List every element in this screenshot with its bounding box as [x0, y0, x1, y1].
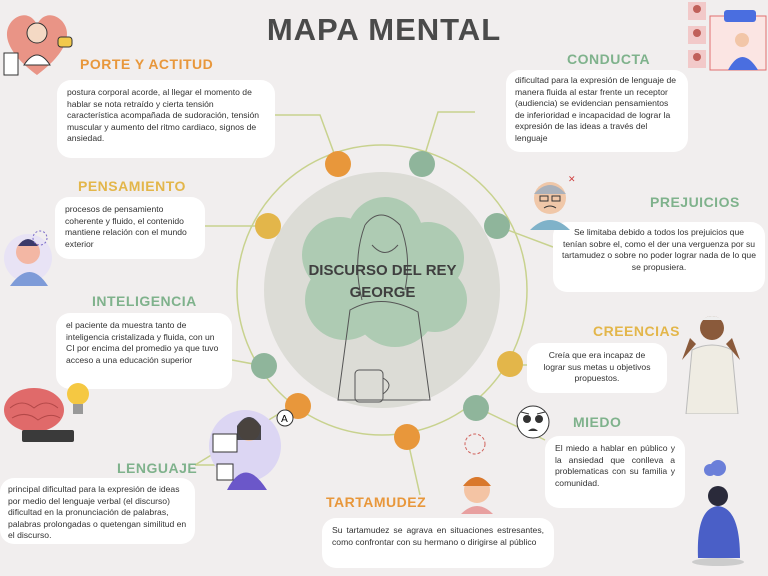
svg-text:A: A — [281, 414, 288, 425]
node-pensamiento — [255, 213, 281, 239]
heading-miedo: MIEDO — [573, 414, 622, 430]
node-creencias — [497, 351, 523, 377]
text-creencias: Creía que era incapaz de lograr sus meta… — [527, 343, 667, 393]
text-pensamiento: procesos de pensamiento coherente y flui… — [55, 197, 205, 259]
heading-lenguaje: LENGUAJE — [117, 460, 198, 476]
heading-porte: PORTE Y ACTITUD — [80, 56, 214, 72]
text-miedo: El miedo a hablar en público y la ansied… — [545, 436, 685, 508]
text-inteligencia: el paciente da muestra tanto de intelige… — [56, 313, 232, 389]
node-miedo — [463, 395, 489, 421]
video-call-icon — [688, 2, 767, 71]
node-inteligencia — [251, 353, 277, 379]
outer-ring — [236, 144, 528, 436]
text-tartamudez: Su tartamudez se agrava en situaciones e… — [322, 518, 554, 568]
heading-pensamiento: PENSAMIENTO — [78, 178, 186, 194]
woman-with-cup-illustration — [337, 214, 431, 403]
praying-man-icon — [682, 316, 740, 414]
crying-girl-icon — [461, 433, 493, 514]
node-tartamudez — [394, 424, 420, 450]
heading-conducta: CONDUCTA — [567, 51, 651, 67]
reading-girl-icon: A — [209, 409, 294, 490]
svg-text:✕: ✕ — [568, 175, 576, 185]
center-topic: DISCURSO DEL REY GEORGE — [308, 262, 457, 301]
node-lenguaje — [285, 393, 311, 419]
node-conducta — [409, 151, 435, 177]
brain-person-icon — [4, 230, 52, 286]
sad-sitting-person-icon — [692, 460, 744, 566]
text-lenguaje: principal dificultad para la expresión d… — [0, 478, 195, 544]
heading-creencias: CREENCIAS — [593, 323, 680, 339]
page-title: MAPA MENTAL — [266, 12, 502, 47]
sick-man-icon: ✕ — [530, 175, 576, 230]
worried-face-icon — [516, 405, 550, 439]
text-prejuicios: Se limitaba debido a todos los prejuicio… — [553, 222, 765, 292]
brain-bulb-icon — [4, 383, 89, 442]
heart-person-icon — [3, 15, 73, 76]
heading-prejuicios: PREJUICIOS — [650, 194, 740, 210]
text-conducta: dificultad para la expresión de lenguaje… — [506, 70, 688, 152]
heading-inteligencia: INTELIGENCIA — [92, 293, 197, 309]
node-porte — [325, 151, 351, 177]
heading-tartamudez: TARTAMUDEZ — [326, 494, 427, 510]
node-prejuicios — [484, 213, 510, 239]
text-porte: postura corporal acorde, al llegar el mo… — [57, 80, 275, 158]
